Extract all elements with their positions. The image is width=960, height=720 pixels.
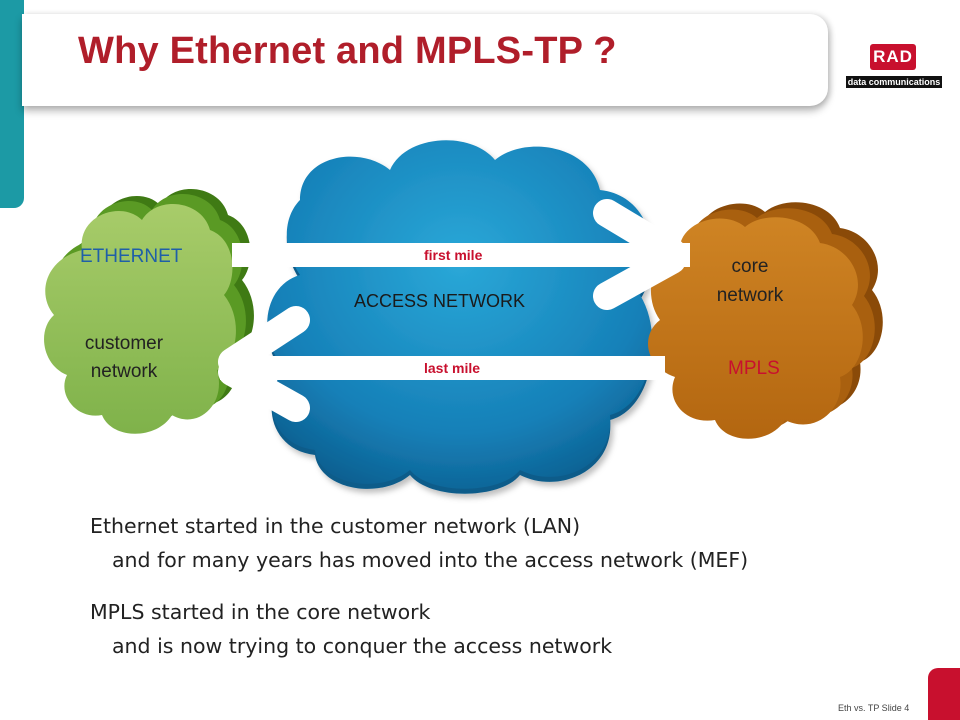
corner-accent-tab (928, 668, 960, 720)
core-network-label: core network (716, 256, 784, 306)
core-network-cloud (648, 202, 883, 439)
last-mile-label: last mile (424, 360, 481, 376)
left-accent-bar (0, 0, 24, 208)
access-network-label: ACCESS NETWORK (354, 291, 526, 311)
last-mile-arrow (218, 306, 665, 422)
logo-brand: RAD (870, 44, 916, 70)
title-panel (22, 14, 828, 106)
access-network-cloud (267, 140, 653, 494)
slide-footer: Eth vs. TP Slide 4 (838, 703, 910, 713)
bullet-1-sub: and for many years has moved into the ac… (112, 548, 749, 572)
mpls-label: MPLS (728, 358, 780, 379)
first-mile-label: first mile (424, 247, 483, 263)
bullet-2-sub: and is now trying to conquer the access … (112, 634, 613, 658)
bullet-2-main: MPLS started in the core network (90, 600, 431, 624)
bullet-1-main: Ethernet started in the customer network… (90, 514, 581, 538)
logo-tagline: data communications (846, 76, 942, 88)
customer-network-label: customer network (84, 333, 164, 382)
first-mile-arrow (232, 199, 690, 310)
slide-title: Why Ethernet and MPLS-TP ? (78, 30, 617, 72)
customer-network-cloud (44, 188, 254, 434)
ethernet-label: ETHERNET (80, 246, 183, 267)
rad-logo: RAD data communications (846, 44, 942, 90)
